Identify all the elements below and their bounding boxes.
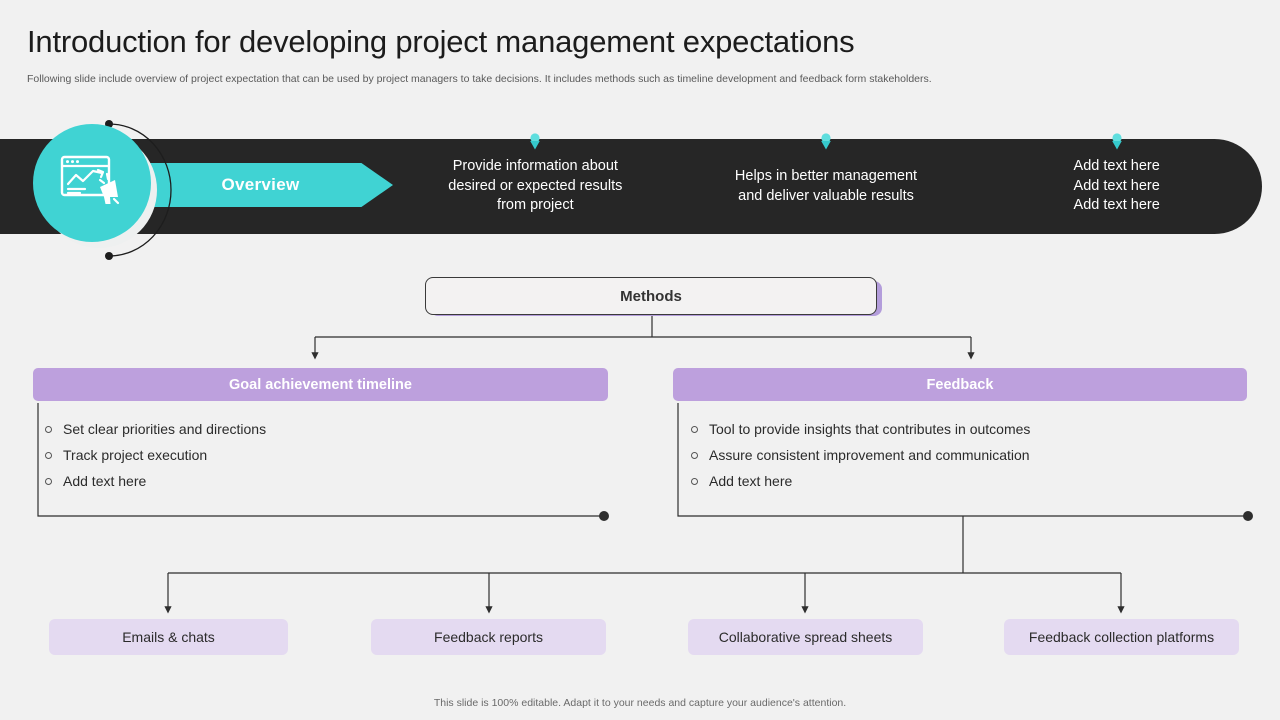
chip-label: Feedback reports [434, 629, 543, 645]
footer-note: This slide is 100% editable. Adapt it to… [433, 697, 847, 709]
page-subtitle: Following slide include overview of proj… [27, 73, 932, 85]
analytics-megaphone-icon [60, 155, 120, 205]
branch-panel-feedback: Feedback Tool to provide insights that c… [673, 368, 1247, 499]
chip-label: Emails & chats [122, 629, 215, 645]
list-item: Assure consistent improvement and commun… [691, 447, 1247, 463]
page-title: Introduction for developing project mana… [27, 24, 855, 59]
badge-circle [33, 124, 151, 242]
bullet-circle-icon [691, 425, 698, 433]
map-pin-icon [821, 133, 831, 150]
banner-column-3: Add text here Add text here Add text her… [971, 133, 1262, 234]
branch-panel-header[interactable]: Goal achievement timeline [33, 368, 608, 401]
bullet-circle-icon [45, 451, 52, 459]
bullet-circle-icon [691, 477, 698, 485]
chip-feedback-collection-platforms[interactable]: Feedback collection platforms [1004, 619, 1239, 655]
overview-arrow-label: Overview [221, 175, 300, 194]
branch-panel-goal-achievement-timeline: Goal achievement timeline Set clear prio… [33, 368, 608, 499]
methods-node[interactable]: Methods [425, 277, 877, 315]
banner-column-1: Provide information about desired or exp… [390, 133, 681, 234]
list-item-label: Assure consistent improvement and commun… [709, 447, 1030, 463]
list-item-label: Add text here [709, 473, 793, 489]
bullet-circle-icon [45, 425, 52, 433]
banner-column-2-text: Helps in better management and deliver v… [734, 168, 918, 204]
list-item-label: Tool to provide insights that contribute… [709, 421, 1031, 437]
overview-badge [33, 120, 172, 260]
chip-emails-and-chats[interactable]: Emails & chats [49, 619, 288, 655]
methods-node-label: Methods [620, 287, 682, 305]
map-pin-icon [530, 133, 541, 150]
list-item: Add text here [691, 473, 1247, 489]
bullet-circle-icon [691, 451, 698, 459]
branch-panel-title: Goal achievement timeline [229, 376, 412, 393]
banner-columns: Provide information about desired or exp… [390, 133, 1262, 234]
list-item: Set clear priorities and directions [45, 421, 608, 437]
map-pin-icon [1111, 133, 1122, 150]
banner-column-1-text: Provide information about desired or exp… [448, 158, 623, 214]
list-item: Track project execution [45, 447, 608, 463]
branch-panel-title: Feedback [926, 376, 994, 393]
list-item-label: Set clear priorities and directions [63, 421, 267, 437]
branch-panel-header[interactable]: Feedback [673, 368, 1247, 401]
bullet-circle-icon [45, 477, 52, 485]
banner-column-3-text: Add text here Add text here Add text her… [1073, 158, 1160, 214]
list-item-label: Add text here [63, 473, 147, 489]
chip-label: Feedback collection platforms [1028, 629, 1215, 645]
list-item-label: Track project execution [63, 447, 208, 463]
list-item: Tool to provide insights that contribute… [691, 421, 1247, 437]
chip-label: Collaborative spread sheets [718, 629, 893, 645]
branch-panel-body: Tool to provide insights that contribute… [673, 401, 1247, 489]
overview-arrow[interactable]: Overview [150, 163, 393, 207]
list-item: Add text here [45, 473, 608, 489]
branch-panel-body: Set clear priorities and directions Trac… [33, 401, 608, 489]
chip-collaborative-spread-sheets[interactable]: Collaborative spread sheets [688, 619, 923, 655]
chip-feedback-reports[interactable]: Feedback reports [371, 619, 606, 655]
banner-column-2: Helps in better management and deliver v… [681, 133, 972, 234]
